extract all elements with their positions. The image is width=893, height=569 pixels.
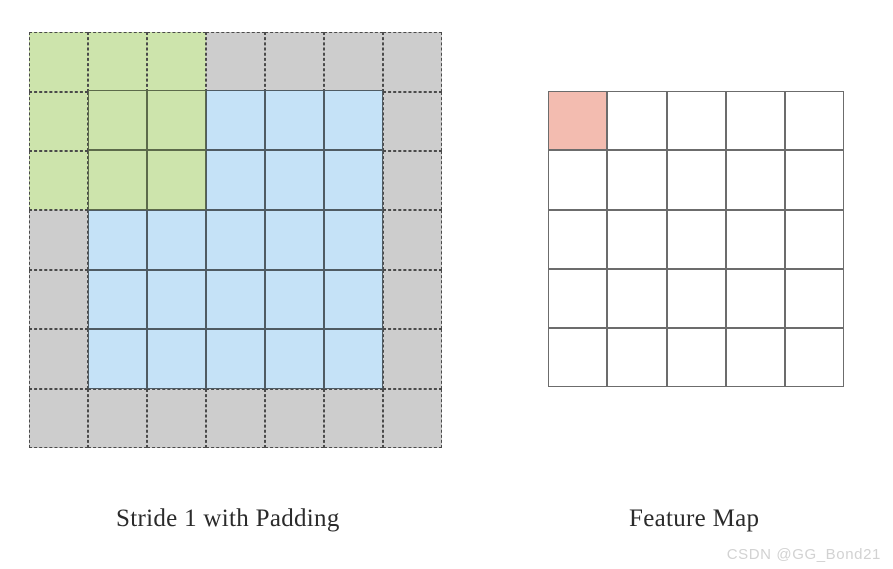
kernel-cell [29, 151, 89, 211]
padding-cell [29, 269, 89, 330]
feature-map-cell [666, 327, 726, 388]
feature-map-cell-active [548, 91, 608, 151]
feature-map-cell [607, 327, 667, 388]
padding-cell [147, 388, 207, 448]
input-cell [147, 329, 207, 390]
input-cell [265, 90, 325, 150]
caption-feature-map: Feature Map [629, 505, 760, 532]
feature-map-cell [725, 150, 785, 210]
padding-cell [29, 210, 89, 270]
padding-cell [383, 329, 443, 389]
padding-cell [383, 269, 443, 330]
input-image-grid [88, 90, 384, 390]
feature-map-grid [548, 91, 845, 388]
feature-map-cell [784, 209, 845, 269]
input-cell [265, 269, 325, 330]
kernel-cell [147, 32, 207, 92]
padding-cell [88, 388, 148, 448]
kernel-cell [29, 91, 89, 151]
padding-cell [324, 32, 384, 92]
feature-map-cell [607, 209, 667, 269]
input-cell [206, 269, 266, 330]
padding-cell [29, 388, 89, 448]
input-cell [324, 90, 384, 150]
feature-map-cell [784, 327, 845, 388]
input-cell [147, 209, 207, 270]
feature-map-cell [725, 209, 785, 269]
padding-cell [383, 91, 443, 151]
input-cell [324, 269, 384, 330]
feature-map-cell [666, 268, 726, 328]
input-cell [206, 90, 266, 150]
padding-cell [383, 210, 443, 270]
input-cell [147, 269, 207, 330]
feature-map-cell [666, 209, 726, 269]
feature-map-cell [725, 91, 785, 151]
padding-cell [206, 32, 266, 92]
padding-cell [383, 32, 443, 92]
feature-map-cell [607, 150, 667, 210]
feature-map-cell [666, 150, 726, 210]
kernel-cell [88, 90, 148, 150]
input-cell [88, 209, 148, 270]
watermark-label: CSDN @GG_Bond21 [726, 546, 881, 563]
feature-map-cell [784, 268, 845, 328]
input-cell [88, 269, 148, 330]
input-cell [324, 209, 384, 270]
kernel-cell [147, 90, 207, 150]
feature-map-cell [725, 268, 785, 328]
feature-map-cell [666, 91, 726, 151]
feature-map-cell [607, 268, 667, 328]
feature-map-cell [548, 268, 608, 328]
input-cell [88, 329, 148, 390]
kernel-cell [88, 150, 148, 210]
input-cell [265, 150, 325, 210]
feature-map-cell [548, 209, 608, 269]
padding-cell [206, 388, 266, 448]
feature-map-cell [548, 150, 608, 210]
padding-cell [383, 388, 443, 448]
input-cell [324, 329, 384, 390]
feature-map-cell [548, 327, 608, 388]
padding-cell [265, 388, 325, 448]
input-cell [206, 150, 266, 210]
padding-cell [324, 388, 384, 448]
feature-map-cell [607, 91, 667, 151]
feature-map-cell [784, 150, 845, 210]
padding-cell [265, 32, 325, 92]
input-cell [324, 150, 384, 210]
padding-cell [29, 329, 89, 389]
kernel-cell [147, 150, 207, 210]
kernel-cell [29, 32, 89, 92]
input-cell [265, 209, 325, 270]
input-cell [265, 329, 325, 390]
feature-map-cell [784, 91, 845, 151]
input-cell [206, 329, 266, 390]
feature-map-cell [725, 327, 785, 388]
kernel-cell [88, 32, 148, 92]
caption-stride-padding: Stride 1 with Padding [116, 505, 340, 532]
padding-cell [383, 151, 443, 211]
input-cell [206, 209, 266, 270]
